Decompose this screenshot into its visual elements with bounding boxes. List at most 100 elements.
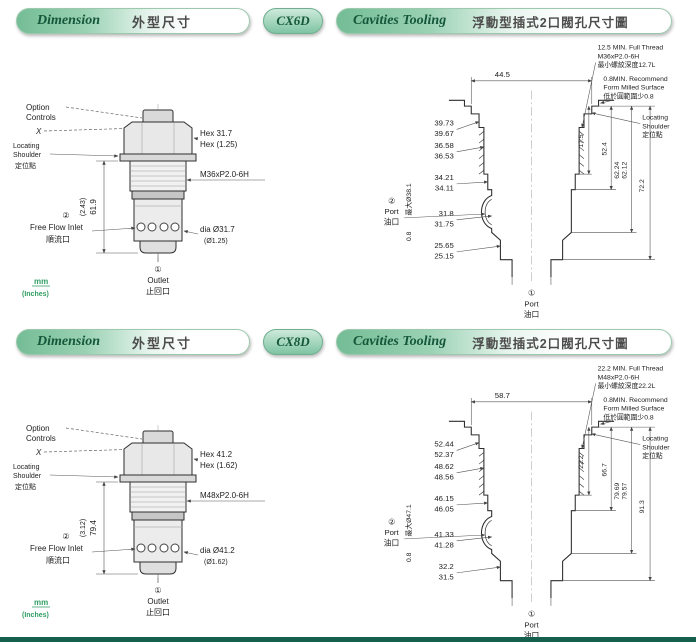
units-in: (Inches): [22, 291, 49, 298]
depth-dimension-lines: [562, 426, 655, 582]
milled-surface-note: 0.8MIN. Recommend Form Milled Surface 低於…: [600, 397, 668, 425]
dim4-min: 34.11: [435, 184, 454, 193]
thread-note1: 22.2 MIN. Full Thread: [598, 366, 664, 373]
full-thread-note: 22.2 MIN. Full Thread M48xP2.0-6H 最小螺紋深度…: [581, 366, 664, 449]
side-port-symbol: ②: [388, 517, 395, 526]
locating-shoulder-note: Locating Shoulder 定位點: [591, 112, 670, 139]
cavity-top-width: 58.7: [495, 391, 510, 400]
cavities-label-zh: 浮動型插式2口閥孔尺寸圖: [472, 15, 629, 30]
cavity-locating-line2: Shoulder: [642, 123, 670, 130]
model-label: CX8D: [276, 334, 310, 349]
units-mm: mm: [34, 277, 48, 286]
thread-note3: 最小螺紋深度12.7L: [598, 60, 656, 69]
dim4-max: 34.21: [434, 173, 453, 182]
step-0-8: 0.8: [406, 231, 413, 241]
section-cx6d: Dimension 外型尺寸 CX6D Cavities Tooling 浮動型…: [0, 0, 696, 320]
free-flow-inlet-label: ② Free Flow Inlet 順流口: [30, 532, 136, 565]
bottom-port-zh: 油口: [524, 630, 540, 640]
valve-body: [119, 109, 197, 254]
locating-shoulder-label: Locating Shoulder 定位點: [13, 464, 119, 491]
bottom-port-en: Port: [524, 620, 539, 629]
valve-body: [119, 430, 197, 575]
hex-mm: Hex 41.2: [200, 450, 233, 459]
dim2-max: 39.73: [434, 119, 453, 128]
milled-surface-note: 0.8MIN. Recommend Form Milled Surface 低於…: [600, 76, 668, 104]
dimension-label-zh: 外型尺寸: [132, 335, 193, 351]
bore-diameter-values: 52.44 52.37 48.62 48.56 46.15 46.05 41.3…: [434, 440, 454, 582]
dim4-max: 46.15: [434, 494, 453, 503]
header-row-cx6d: Dimension 外型尺寸 CX6D Cavities Tooling 浮動型…: [0, 0, 696, 36]
valve-dimension-drawing: Option Controls X: [13, 103, 265, 298]
thread-spec: M36xP2.0-6H: [200, 170, 249, 179]
option-x: X: [35, 127, 42, 136]
header-row-cx8d: Dimension 外型尺寸 CX8D Cavities Tooling 浮動型…: [0, 321, 696, 357]
locating-shoulder-label: Locating Shoulder 定位點: [13, 143, 119, 170]
section-cx8d: Dimension 外型尺寸 CX8D Cavities Tooling 浮動型…: [0, 321, 696, 642]
side-port-label: ② Port 油口: [384, 517, 486, 548]
thread-depth: 22.2: [578, 455, 585, 468]
dim3-min: 48.56: [434, 473, 453, 482]
depth1: 66.7: [601, 463, 608, 476]
bore-diameter-values: 39.73 39.67 36.58 36.53 34.21 34.11 31.8…: [434, 119, 453, 261]
diameter-label: dia Ø31.7 (Ø1.25): [183, 225, 235, 245]
inlet-zh: 順流口: [46, 234, 70, 244]
depth1: 52.4: [601, 142, 608, 155]
dimension-label: Dimension: [37, 13, 101, 28]
thread-depth-dimension: [579, 426, 592, 496]
outlet-label: ① Outlet 止回口: [146, 575, 170, 617]
side-port-zh: 油口: [384, 217, 400, 227]
locating-line2: Shoulder: [13, 152, 42, 159]
overall-length-mm: 61.9: [89, 199, 98, 215]
dia-in: (Ø1.25): [204, 238, 228, 245]
hex-label: Hex 31.7 Hex (1.25): [193, 129, 238, 149]
bottom-port-label: ① Port 油口: [511, 598, 552, 640]
thread-label: M48xP2.0-6H: [186, 491, 265, 503]
free-flow-inlet-label: ② Free Flow Inlet 順流口: [30, 211, 136, 244]
dim4-min: 46.05: [434, 505, 453, 514]
thread-spec: M48xP2.0-6H: [200, 491, 249, 500]
option-line2: Controls: [26, 434, 56, 443]
content-cx6d: Option Controls X: [0, 36, 696, 320]
footer-bar: [0, 637, 696, 642]
side-port-zh: 油口: [384, 538, 400, 548]
dim2-min: 39.67: [434, 129, 453, 138]
dimension-label-zh: 外型尺寸: [132, 14, 193, 30]
dim6-max: 25.65: [434, 241, 453, 250]
option-line1: Option: [26, 424, 50, 433]
thread-note2: M36xP2.0-6H: [598, 53, 640, 60]
inlet-en: Free Flow Inlet: [30, 544, 84, 553]
units-in: (Inches): [22, 612, 49, 619]
thread-depth: 17.5: [578, 134, 585, 147]
depth2-min: 62.12: [622, 162, 629, 179]
option-line1: Option: [26, 103, 50, 112]
locating-line2: Shoulder: [13, 473, 42, 480]
cavity-top-width: 44.5: [495, 70, 510, 79]
overall-length-dimension: [96, 160, 138, 254]
option-x: X: [35, 448, 42, 457]
surface-note2: Form Milled Surface: [603, 406, 664, 413]
cavities-pill: Cavities Tooling 浮動型插式2口閥孔尺寸圖: [336, 329, 672, 355]
dim5-max: 41.33: [434, 530, 453, 539]
dim3-max: 36.58: [434, 141, 453, 150]
dia-mm: dia Ø31.7: [200, 225, 235, 234]
bottom-port-en: Port: [524, 299, 539, 308]
dim6-min: 25.15: [434, 252, 453, 261]
dim5-min: 41.28: [434, 541, 453, 550]
inlet-symbol: ②: [62, 211, 69, 220]
locating-shoulder-note: Locating Shoulder 定位點: [591, 433, 670, 460]
side-port-en: Port: [384, 207, 399, 216]
cavity-locating-line2: Shoulder: [642, 444, 670, 451]
outlet-symbol: ①: [154, 586, 161, 595]
surface-note1: 0.8MIN. Recommend: [603, 76, 667, 83]
side-port-symbol: ②: [388, 196, 395, 205]
hex-in: Hex (1.25): [200, 140, 238, 149]
surface-note2: Form Milled Surface: [603, 85, 664, 92]
units-label: mm (Inches): [22, 277, 50, 298]
thread-depth-dimension: [579, 105, 592, 175]
dimension-pill: Dimension 外型尺寸: [16, 329, 250, 355]
outlet-zh: 止回口: [146, 607, 170, 617]
dim5-min: 31.75: [434, 220, 453, 229]
overall-length-dimension: [96, 481, 138, 575]
outlet-en: Outlet: [147, 597, 169, 606]
